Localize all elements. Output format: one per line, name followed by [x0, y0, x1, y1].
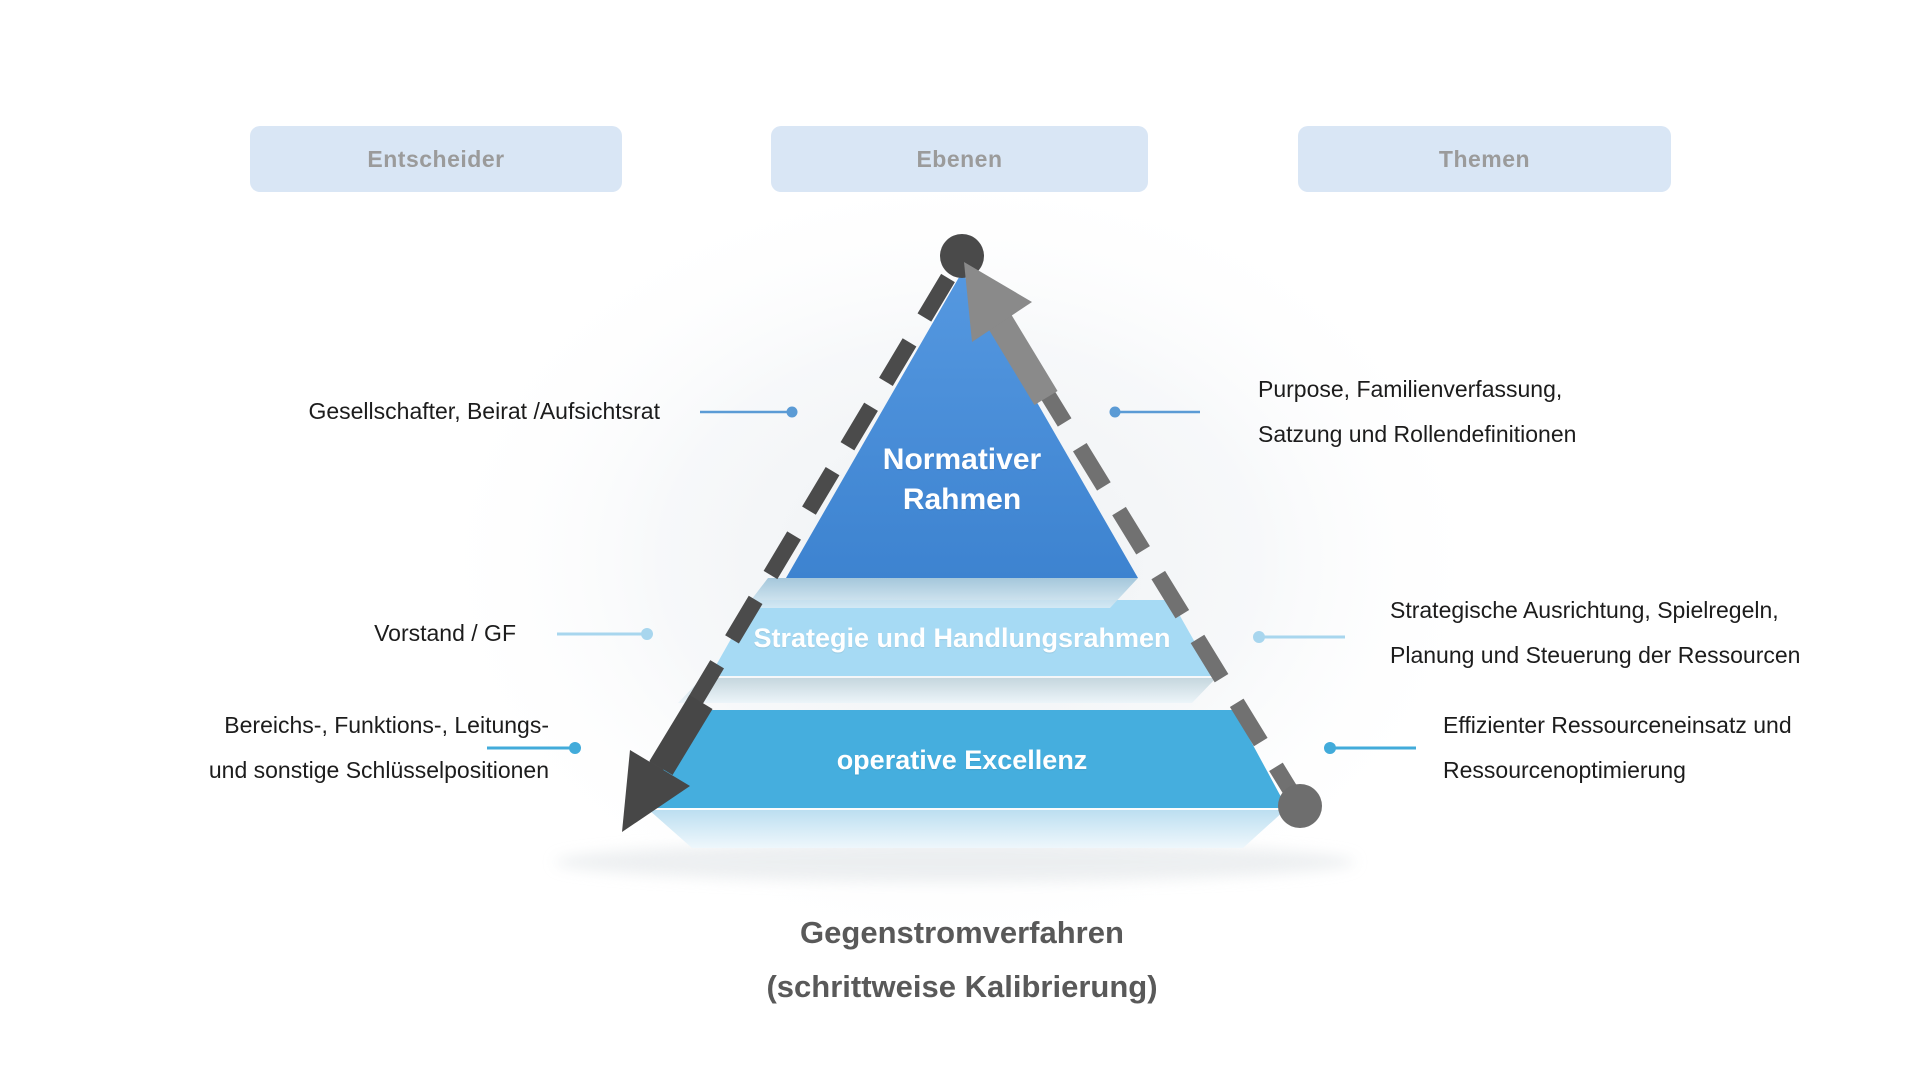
bottom-right-node: [1278, 784, 1322, 828]
column-header-entscheider: Entscheider: [250, 126, 622, 192]
column-header-label: Entscheider: [367, 145, 505, 172]
pyramid-ground-shadow: [555, 842, 1355, 882]
dashed-line-downstream: [629, 273, 955, 805]
leader-dot: [641, 628, 653, 640]
leader-right-row3: [1324, 742, 1416, 754]
annotation-bereichs-funktions: Bereichs-, Funktions-, Leitungs- und son…: [208, 712, 549, 783]
leader-dot: [569, 742, 581, 754]
column-header-label: Ebenen: [916, 145, 1003, 172]
caption-line-1: Gegenstromverfahren: [800, 915, 1124, 950]
column-header-ebenen: Ebenen: [771, 126, 1148, 192]
pyramid-level3-bottom-face: [649, 810, 1285, 848]
level3-label: operative Excellenz: [836, 745, 1088, 775]
caption-line-2: (schrittweise Kalibrierung): [766, 969, 1158, 1004]
annotation-effizienter-ressourceneinsatz: Effizienter Ressourceneinsatz und Ressou…: [1443, 712, 1792, 783]
pyramid-level1-triangle: [786, 272, 1138, 578]
level1-label: Normativer Rahmen: [882, 443, 1042, 516]
annotation-vorstand: Vorstand / GF: [374, 620, 516, 646]
annotation-purpose: Purpose, Familienverfassung, Satzung und…: [1258, 376, 1577, 447]
down-arrow: [622, 695, 713, 832]
leader-dot: [786, 406, 798, 418]
dashed-line-upstream: [969, 273, 1307, 811]
up-arrow: [964, 262, 1058, 405]
leader-left-row2: [557, 628, 653, 640]
leader-right-row1: [1109, 406, 1200, 418]
diagram-caption: Gegenstromverfahren (schrittweise Kalibr…: [766, 906, 1157, 1014]
apex-node: [940, 234, 984, 278]
leader-left-row3: [487, 742, 581, 754]
column-header-label: Themen: [1438, 145, 1531, 172]
pyramid-level2-bottom-face: [678, 678, 1216, 703]
level2-label: Strategie und Handlungsrahmen: [753, 623, 1171, 653]
annotation-strategische-ausrichtung: Strategische Ausrichtung, Spielregeln, P…: [1390, 597, 1801, 668]
pyramid-level1-bottom-face: [745, 578, 1138, 608]
pyramid-level3-band: [640, 710, 1287, 808]
pyramid-level2-band: [710, 600, 1214, 676]
leader-right-row2: [1253, 631, 1345, 643]
annotation-gesellschafter: Gesellschafter, Beirat /Aufsichtsrat: [308, 398, 660, 424]
column-header-themen: Themen: [1298, 126, 1671, 192]
leader-left-row1: [700, 406, 798, 418]
